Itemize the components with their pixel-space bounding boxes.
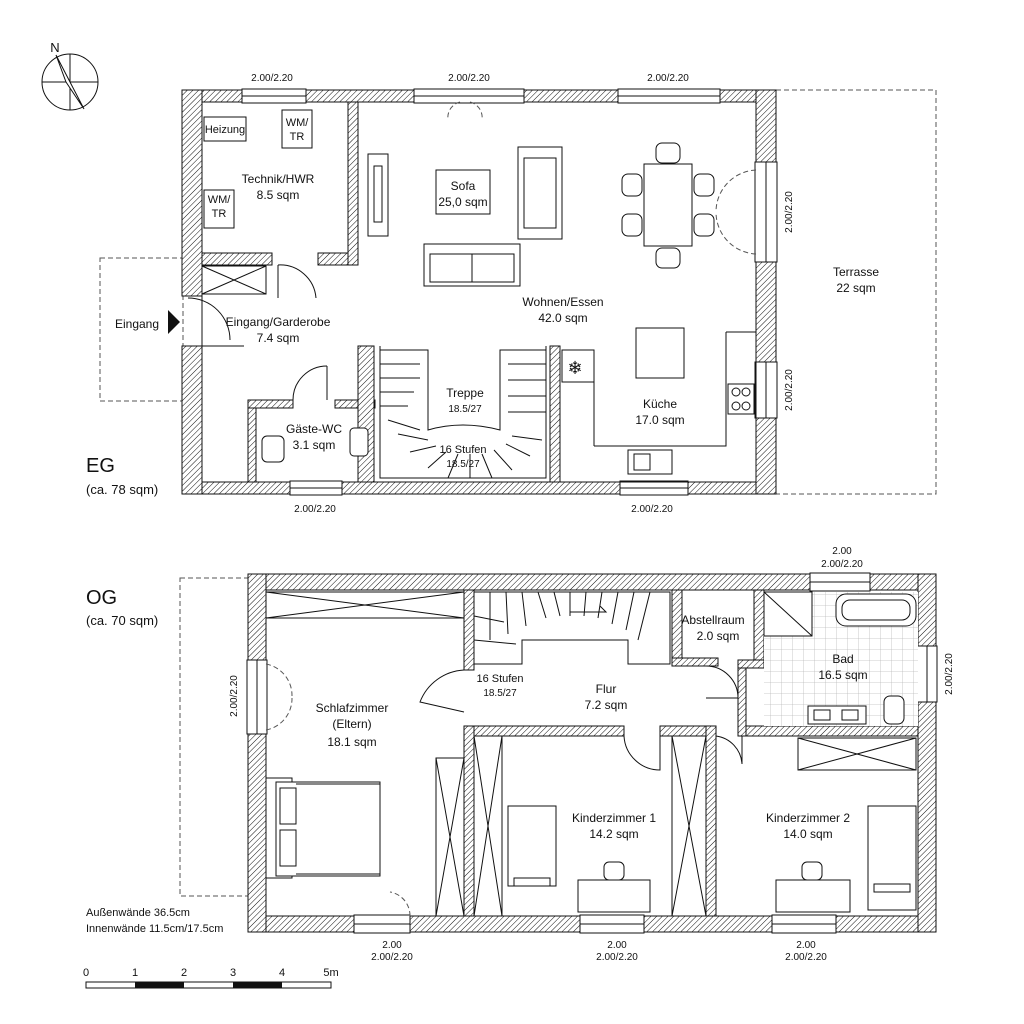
sofa-name: Sofa xyxy=(451,179,476,193)
og-labels: Schlafzimmer (Eltern) 18.1 sqm 16 Stufen… xyxy=(86,546,955,963)
og-windows xyxy=(246,572,938,934)
og-stufen-area: 18.5/27 xyxy=(483,688,517,699)
schlaf-name2: (Eltern) xyxy=(332,717,371,731)
schlaf-name: Schlafzimmer xyxy=(316,701,389,715)
eg-dim-top1: 2.00/2.20 xyxy=(251,73,293,84)
scale-label: 2 xyxy=(181,967,187,979)
og-bathroom xyxy=(763,591,918,726)
og-exterior-walls xyxy=(247,573,937,933)
og-dim-top-a: 2.00 xyxy=(832,546,852,557)
og-stairs xyxy=(473,591,671,665)
eg-exterior-walls xyxy=(181,89,777,495)
north-arrow-icon: N xyxy=(41,40,99,111)
wohnen-name: Wohnen/Essen xyxy=(522,295,603,309)
bad-name: Bad xyxy=(832,652,853,666)
og-furniture xyxy=(265,777,917,913)
abstell-area: 2.0 sqm xyxy=(697,629,740,643)
eg-dim-right1: 2.00/2.20 xyxy=(784,191,795,233)
note-interior-walls: Innenwände 11.5cm/17.5cm xyxy=(86,923,223,935)
eg-dim-top3: 2.00/2.20 xyxy=(647,73,689,84)
eg-dim-top2: 2.00/2.20 xyxy=(448,73,490,84)
technik-name: Technik/HWR xyxy=(242,172,315,186)
kueche-area: 17.0 sqm xyxy=(635,413,684,427)
terrace-outline xyxy=(775,89,937,495)
flur-name: Flur xyxy=(596,682,617,696)
og-dim-right: 2.00/2.20 xyxy=(944,653,955,695)
eg-dim-bot1: 2.00/2.20 xyxy=(294,504,336,515)
og-dim-b1a: 2.00 xyxy=(382,940,402,951)
north-label: N xyxy=(50,40,59,55)
og-dim-b2a: 2.00 xyxy=(607,940,627,951)
og-dim-b1b: 2.00/2.20 xyxy=(371,952,413,963)
technik-area: 8.5 sqm xyxy=(257,188,300,202)
bad-area: 16.5 sqm xyxy=(818,668,867,682)
scale-bar: 0 1 2 3 4 5m xyxy=(83,967,339,989)
eingang-area: 7.4 sqm xyxy=(257,331,300,345)
wm1-label-a: WM/ xyxy=(286,117,310,129)
flur-area: 7.2 sqm xyxy=(585,698,628,712)
treppe-name: Treppe xyxy=(446,386,484,400)
treppe-area: 18.5/27 xyxy=(448,404,482,415)
gaeste-name: Gäste-WC xyxy=(286,422,342,436)
og-dim-top-b: 2.00/2.20 xyxy=(821,559,863,570)
scale-label: 1 xyxy=(132,967,138,979)
entrance-arrow-icon xyxy=(168,310,180,334)
scale-label: 0 xyxy=(83,967,89,979)
og-dim-b3a: 2.00 xyxy=(796,940,816,951)
snowflake-icon: ❄ xyxy=(567,358,582,378)
gaeste-area: 3.1 sqm xyxy=(293,438,336,452)
kinder2-area: 14.0 sqm xyxy=(783,827,832,841)
eg-title: EG xyxy=(86,455,115,477)
og-title: OG xyxy=(86,587,117,609)
og-stufen-name: 16 Stufen xyxy=(476,673,523,685)
eg-stairs xyxy=(373,346,551,482)
eg-floor: ❄ Heizung WM/ TR WM/ TR Technik/HWR 8.5 … xyxy=(86,73,937,515)
og-area: (ca. 70 sqm) xyxy=(86,613,158,628)
og-balcony-outline xyxy=(179,577,249,897)
terrasse-area: 22 sqm xyxy=(836,281,875,295)
kinder1-area: 14.2 sqm xyxy=(589,827,638,841)
wohnen-area: 42.0 sqm xyxy=(538,311,587,325)
eingang-label: Eingang xyxy=(115,317,159,331)
og-wardrobes xyxy=(265,591,917,917)
kueche-name: Küche xyxy=(643,397,677,411)
eg-labels: Heizung WM/ TR WM/ TR Technik/HWR 8.5 sq… xyxy=(86,73,879,515)
wm2-label-a: WM/ xyxy=(208,194,232,206)
og-dim-b2b: 2.00/2.20 xyxy=(596,952,638,963)
eg-windows xyxy=(241,88,778,496)
kinder1-name: Kinderzimmer 1 xyxy=(572,811,656,825)
eingang-name: Eingang/Garderobe xyxy=(226,315,331,329)
og-dim-left: 2.00/2.20 xyxy=(229,675,240,717)
eg-stufen-area: 18.5/27 xyxy=(446,459,480,470)
eg-dim-bot2: 2.00/2.20 xyxy=(631,504,673,515)
scale-label: 4 xyxy=(279,967,285,979)
eg-furniture: ❄ xyxy=(201,109,757,483)
og-floor: Schlafzimmer (Eltern) 18.1 sqm 16 Stufen… xyxy=(86,546,955,963)
og-dim-b3b: 2.00/2.20 xyxy=(785,952,827,963)
entrance-outline xyxy=(99,257,184,402)
terrasse-name: Terrasse xyxy=(833,265,879,279)
scale-label: 3 xyxy=(230,967,236,979)
eg-stufen-name: 16 Stufen xyxy=(439,444,486,456)
eg-interior-walls xyxy=(201,101,561,483)
eg-dim-right2: 2.00/2.20 xyxy=(784,369,795,411)
kinder2-name: Kinderzimmer 2 xyxy=(766,811,850,825)
og-interior-walls xyxy=(463,589,919,917)
wm1-label-b: TR xyxy=(290,131,305,143)
heizung-label: Heizung xyxy=(205,124,245,136)
wm2-label-b: TR xyxy=(212,208,227,220)
sofa-area: 25,0 sqm xyxy=(438,195,487,209)
abstell-name: Abstellraum xyxy=(681,613,744,627)
schlaf-area: 18.1 sqm xyxy=(327,735,376,749)
eg-area: (ca. 78 sqm) xyxy=(86,482,158,497)
scale-label: 5m xyxy=(323,967,338,979)
note-exterior-walls: Außenwände 36.5cm xyxy=(86,907,190,919)
